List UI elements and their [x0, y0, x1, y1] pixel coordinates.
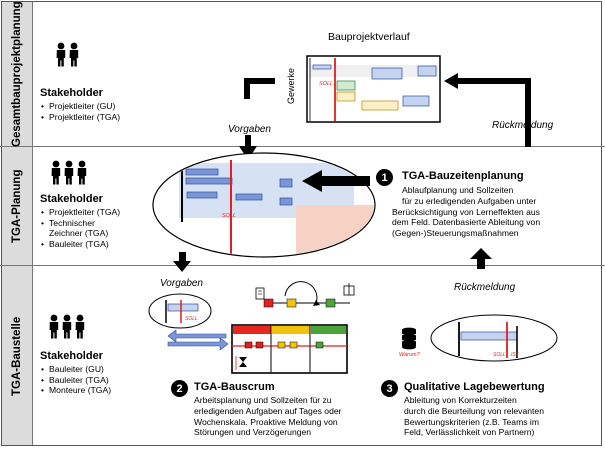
project-chart-ylabel: Gewerke: [286, 68, 296, 105]
row-divider-2: [0, 265, 605, 266]
person-icon-top: [69, 42, 79, 67]
clipboard-icon: [255, 287, 265, 300]
soll-label-small: SOLL: [185, 316, 198, 322]
vorgaben-label-bottom: Vorgaben: [160, 278, 203, 289]
stakeholder-item: Projektleiter (TGA): [40, 112, 150, 123]
assessment-ellipse: [430, 314, 558, 362]
person-icon-top: [56, 42, 66, 67]
step-number-1: 1: [376, 169, 393, 186]
step-number-2: 2: [171, 380, 188, 397]
person-icon-bottom: [75, 314, 85, 339]
plan-bar: [185, 168, 219, 176]
plan-bar: [279, 197, 293, 206]
project-bar: [336, 80, 356, 91]
step-number-3: 3: [381, 380, 398, 397]
person-icon-bottom: [62, 314, 72, 339]
plan-bar: [185, 177, 233, 185]
stakeholder-item: Projektleiter (TGA): [40, 207, 136, 218]
stakeholder-item: Bauleiter (TGA): [40, 239, 136, 250]
stakeholder-item: Bauleiter (TGA): [40, 375, 136, 386]
rueckmeldung-arrow-top: [455, 78, 531, 147]
step-text-2: Arbeitsplanung und Sollzeiten für zu erl…: [194, 395, 342, 438]
project-bar: [402, 95, 430, 107]
step-title-2: TGA-Bauscrum: [194, 381, 275, 393]
stakeholder-title-bottom: Stakeholder: [40, 350, 103, 362]
person-icon-mid: [64, 160, 74, 185]
warum-label: Warum?: [399, 352, 420, 358]
rueckmeldung-arrowhead-top: [444, 73, 458, 89]
step1-arrow: [302, 170, 322, 192]
stakeholder-item: Technischer Zeichner (TGA): [40, 218, 113, 239]
bauscrum-arrow-bar: [167, 329, 229, 351]
rueckmeldung-label-bottom: Rückmeldung: [454, 282, 516, 293]
stakeholder-title-top: Stakeholder: [40, 87, 103, 99]
person-icon-mid: [77, 160, 87, 185]
step-title-3: Qualitative Lagebewertung: [404, 381, 545, 393]
project-chart-title: Bauprojektverlauf: [328, 31, 410, 43]
hourglass-icon: [239, 357, 247, 362]
rueckmeldung-arrowhead-bottom: [470, 248, 492, 259]
vorgaben-arrow-top: [244, 78, 275, 99]
process-flow: [255, 281, 355, 308]
project-bar: [361, 100, 399, 111]
step-text-3: Ableitung von Korrekturzeiten durch die …: [404, 395, 544, 438]
stakeholder-title-mid: Stakeholder: [40, 193, 103, 205]
vorgaben-arrowhead-bottom: [173, 261, 191, 272]
project-bar: [336, 91, 356, 102]
project-bar: [371, 67, 403, 80]
stakeholder-list-bottom: Bauleiter (GU) Bauleiter (TGA) Monteure …: [40, 364, 136, 396]
plan-bar: [279, 178, 293, 188]
stakeholder-item: Monteure (TGA): [40, 385, 136, 396]
planning-ellipse: [152, 152, 376, 258]
vorgaben-label-top: Vorgaben: [228, 124, 271, 135]
soll-label-mid: SOLL: [222, 213, 237, 219]
project-gantt-chart: [306, 55, 441, 123]
step-title-1: TGA-Bauzeitenplanung: [402, 170, 524, 182]
project-bar: [417, 65, 437, 77]
row-divider-1: [0, 146, 605, 147]
small-task-ellipse: [148, 293, 212, 329]
soll-label-project: SOLL: [319, 81, 334, 87]
ist-label-right: IST: [511, 352, 519, 358]
person-icon-mid: [51, 160, 61, 185]
database-icon: [402, 327, 416, 350]
stakeholder-item: Projektleiter (GU): [40, 101, 150, 112]
soll-label-right: SOLL: [493, 352, 506, 358]
step-text-1: Ablaufplanung und Sollzeiten für zu erle…: [392, 185, 541, 239]
project-bar: [312, 64, 332, 70]
plan-bar: [235, 193, 263, 201]
stakeholder-list-mid: Projektleiter (TGA) Technischer Zeichner…: [40, 207, 136, 249]
row-label-sidebar: [1, 1, 33, 446]
scrum-board: [231, 324, 348, 374]
rueckmeldung-label-top: Rückmeldung: [492, 120, 554, 131]
plan-bar: [186, 191, 218, 199]
stakeholder-list-top: Projektleiter (GU) Projektleiter (TGA): [40, 101, 150, 122]
stakeholder-item: Bauleiter (GU): [40, 364, 136, 375]
person-icon-bottom: [49, 314, 59, 339]
